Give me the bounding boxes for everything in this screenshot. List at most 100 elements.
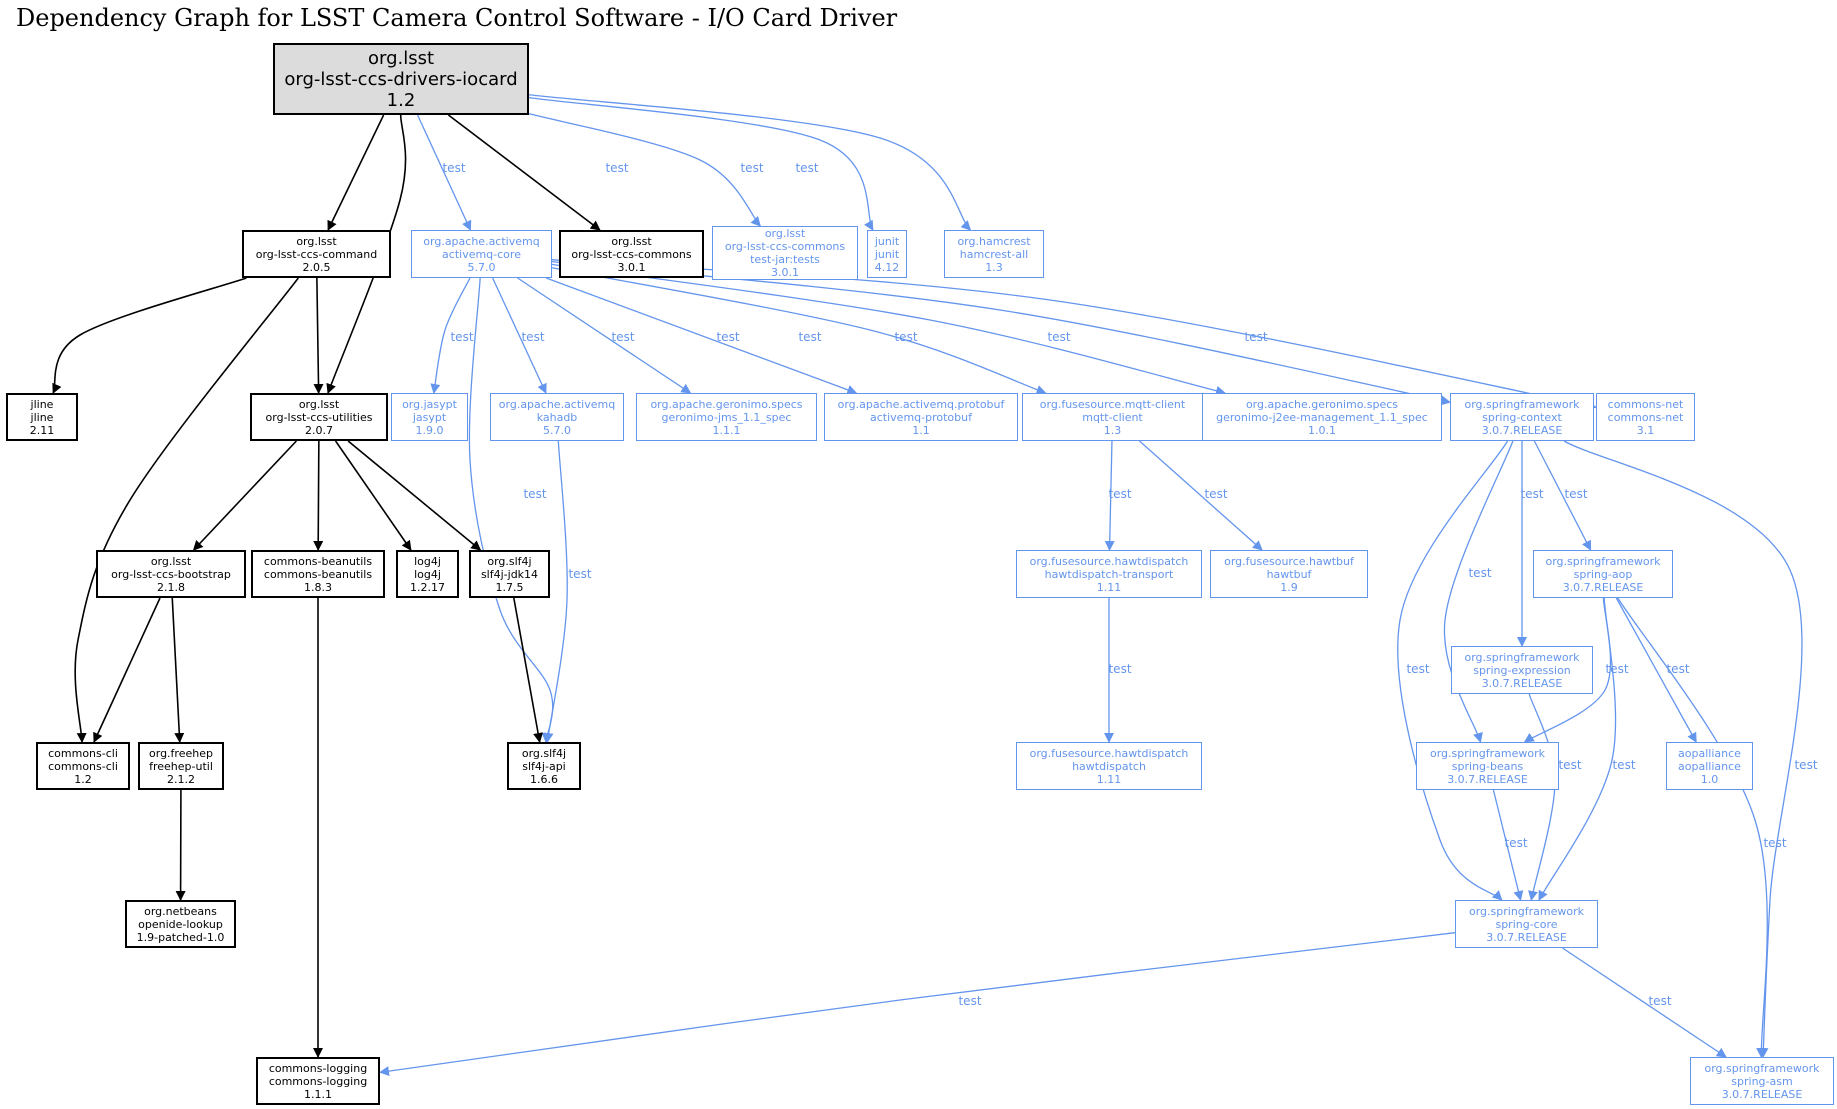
node-artifact: commons-beanutils [263, 567, 373, 581]
node-version: 1.1.1 [712, 423, 741, 437]
node-version: 2.1.2 [167, 772, 195, 786]
edge-label-test: test [1558, 758, 1582, 772]
node-artifact: activemq-core [442, 247, 521, 261]
node-version: 3.1 [1636, 423, 1655, 437]
node-artifact: slf4j-api [522, 759, 566, 773]
node-group: org.springframework [1464, 397, 1580, 411]
edge-spring-context-to-spring-aop [1533, 440, 1592, 551]
graph-title: Dependency Graph for LSST Camera Control… [16, 4, 898, 32]
node-extra: 3.0.1 [771, 266, 799, 279]
edge-label-test: test [1108, 487, 1132, 501]
node-version: 3.0.7.RELEASE [1481, 423, 1563, 437]
node-artifact: freehep-util [149, 759, 213, 773]
node-group: org.apache.activemq.protobuf [837, 397, 1005, 411]
edge-bootstrap-to-freehep [171, 597, 185, 743]
edge-label-test: test [568, 567, 592, 581]
node-artifact: org-lsst-ccs-drivers-iocard [284, 68, 518, 90]
node-artifact: jline [30, 410, 54, 424]
node-version: 1.11 [1096, 772, 1122, 786]
node-group: org.fusesource.hawtdispatch [1029, 554, 1189, 568]
edge-root-to-utilities [326, 114, 407, 394]
node-artifact: spring-asm [1731, 1074, 1793, 1088]
node-version: 1.8.3 [304, 580, 332, 594]
edge-spring-aop-to-spring-core [1538, 597, 1617, 901]
node-group: org.netbeans [144, 904, 217, 918]
node-group: org.apache.activemq [498, 397, 616, 411]
node-version: 1.2.17 [410, 580, 445, 594]
edge-label-test: test [1564, 487, 1588, 501]
node-group: aopalliance [1678, 746, 1741, 760]
edge-root-to-command [327, 114, 385, 231]
node-artifact: commons-net [1607, 410, 1684, 424]
node-group: org.lsst [150, 554, 192, 568]
node-version: 1.3 [985, 260, 1003, 274]
edges-layer [52, 94, 1803, 1077]
node-group: org.apache.activemq [423, 234, 540, 248]
edge-label-test: test [1204, 487, 1228, 501]
edge-activemq-core-to-activemq-protobuf [545, 277, 858, 395]
edge-bootstrap-to-commons-cli [93, 597, 161, 743]
node-version: 2.0.5 [302, 260, 331, 274]
node-artifact: spring-aop [1573, 567, 1633, 581]
edge-spring-core-to-spring-asm [1562, 947, 1727, 1058]
edge-label-test: test [450, 330, 474, 344]
node-artifact: spring-context [1482, 410, 1562, 424]
edge-root-to-commons [447, 114, 601, 231]
node-version: 1.0.1 [1308, 423, 1336, 437]
edge-label-test: test [958, 994, 982, 1008]
node-artifact: slf4j-jdk14 [480, 567, 539, 581]
node-artifact: jasypt [412, 410, 447, 424]
edge-label-test: test [1468, 566, 1492, 580]
node-artifact: org-lsst-ccs-commons [571, 247, 692, 261]
edge-label-test: test [611, 330, 635, 344]
node-artifact: hamcrest-all [959, 247, 1029, 261]
edge-slf4j-jdk14-to-slf4j-api [513, 597, 544, 743]
edge-label-test: test [1763, 836, 1787, 850]
node-version: 2.1.8 [157, 580, 185, 594]
node-group: org.lsst [611, 234, 652, 248]
node-version: 5.7.0 [543, 423, 571, 437]
node-artifact: hawtdispatch-transport [1044, 567, 1174, 581]
edge-label-test: test [798, 330, 822, 344]
node-group: org.lsst [296, 234, 337, 248]
edge-root-to-junit [528, 96, 874, 231]
node-artifact: mqtt-client [1082, 410, 1143, 424]
node-version: 1.2 [386, 89, 416, 111]
node-artifact: org-lsst-ccs-commons [724, 240, 846, 253]
edge-command-to-jline [52, 277, 247, 394]
node-artifact: hawtdispatch [1072, 759, 1146, 773]
node-version: 1.1 [912, 423, 930, 437]
node-group: org.lsst [764, 227, 806, 240]
edge-activemq-core-to-geronimo-j2ee [551, 263, 1226, 396]
node-version: 1.7.5 [495, 580, 524, 594]
node-group: org.freehep [149, 746, 213, 760]
edge-activemq-core-to-geronimo-jms [517, 277, 692, 394]
node-version: 3.0.7.RELEASE [1721, 1087, 1803, 1101]
node-artifact: org-lsst-ccs-utilities [265, 410, 373, 424]
node-version: 3.0.7.RELEASE [1447, 772, 1528, 786]
edge-label-test: test [1794, 758, 1818, 772]
node-artifact: org-lsst-ccs-command [255, 247, 378, 261]
node-group: commons-beanutils [263, 554, 373, 568]
node-artifact: spring-beans [1451, 759, 1524, 773]
edge-command-to-commons-cli [74, 277, 299, 743]
node-group: org.springframework [1545, 554, 1661, 568]
node-group: jline [30, 397, 54, 411]
edge-command-to-utilities [313, 277, 324, 394]
edge-activemq-core-to-slf4j-api [468, 277, 554, 743]
